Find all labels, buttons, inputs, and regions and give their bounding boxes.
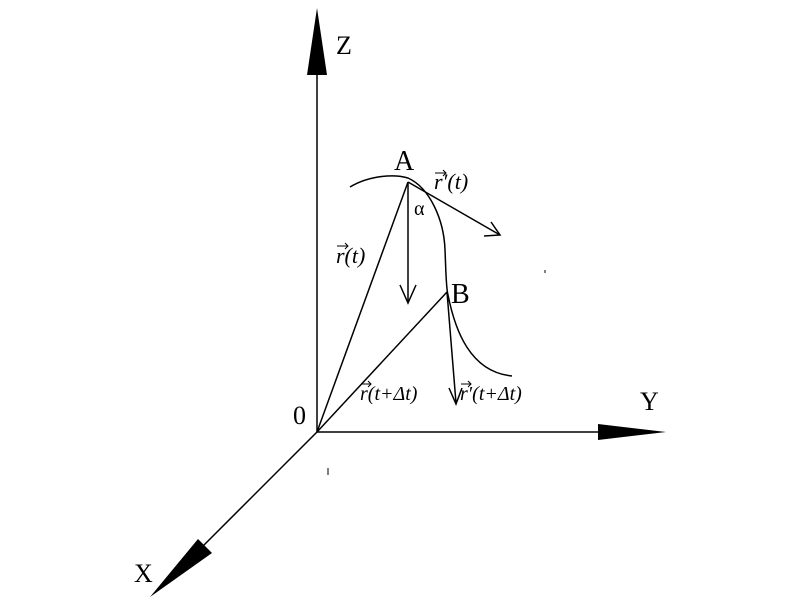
label-r-prime-t-text: r′(t)	[434, 169, 468, 194]
vector-arrow-mark	[337, 242, 349, 250]
label-r-t-dt: r(t+Δt)	[360, 380, 418, 405]
label-r-prime-t-dt: r′(t+Δt)	[460, 380, 522, 405]
downward-vector-at-a-arrowhead	[399, 284, 417, 305]
label-r-t-dt-text: r(t+Δt)	[360, 383, 418, 405]
label-r-prime-t-dt-text: r′(t+Δt)	[460, 383, 522, 405]
x-axis-arrowhead	[150, 539, 212, 597]
vector-arrow-mark	[435, 169, 447, 177]
origin-label: 0	[293, 401, 306, 430]
x-axis-label: X	[134, 559, 153, 588]
trajectory-curve	[349, 175, 513, 377]
label-r-prime-t: r′(t)	[434, 169, 468, 194]
y-axis-arrowhead	[598, 424, 666, 440]
label-r-t: r(t)	[336, 242, 365, 268]
vector-arrow-mark	[361, 380, 372, 388]
label-r-t-text: r(t)	[336, 243, 365, 268]
position-vector-r-t	[316, 181, 409, 433]
position-vector-r-t-dt	[316, 291, 448, 433]
x-axis	[199, 431, 318, 550]
y-axis-label: Y	[640, 387, 659, 416]
tangent-vector-r-prime-t-dt	[446, 291, 457, 404]
point-b-label: B	[451, 279, 470, 310]
tangent-vector-r-prime-t-dt-arrowhead	[448, 387, 463, 406]
tangent-vector-r-prime-t-arrowhead	[483, 221, 502, 237]
angle-alpha-label: α	[414, 198, 425, 220]
tangent-vector-r-prime-t	[407, 181, 501, 236]
vector-arrow-mark	[461, 380, 472, 388]
z-axis-label: Z	[336, 31, 352, 60]
z-axis-arrowhead	[307, 8, 327, 75]
point-a-label: A	[394, 146, 415, 177]
